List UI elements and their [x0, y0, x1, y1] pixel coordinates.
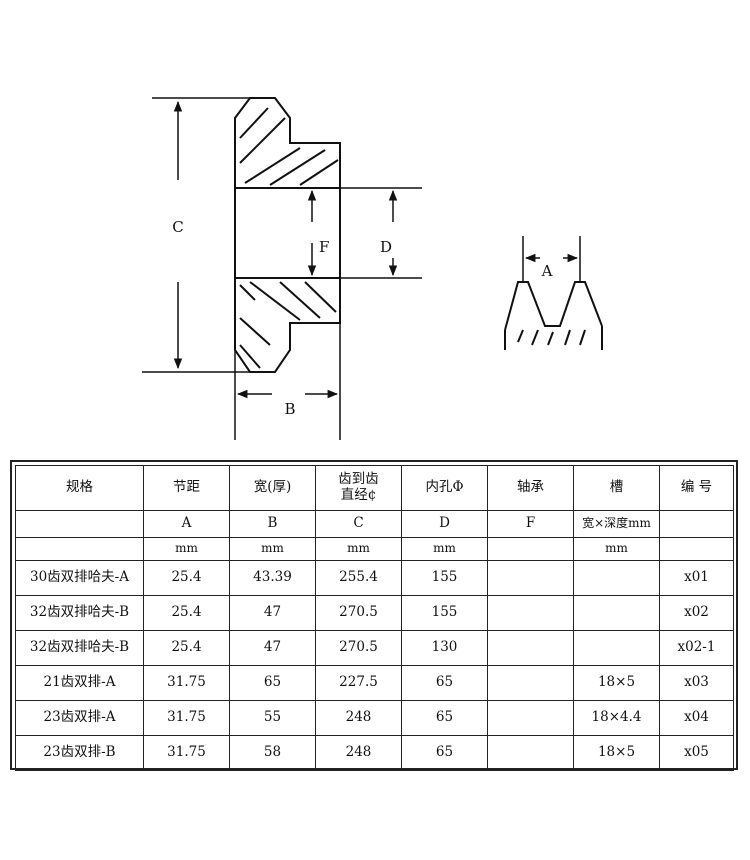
- cell-bearing: [487, 560, 574, 596]
- symbol-cell: C: [315, 510, 402, 538]
- cell-diameter: 248: [315, 735, 402, 771]
- table-row: 23齿双排-B 31.75 58 248 65 18×5 x05: [15, 735, 734, 771]
- unit-cell: [487, 537, 574, 561]
- cell-width: 55: [229, 700, 316, 736]
- unit-cell: mm: [143, 537, 230, 561]
- unit-cell: [15, 537, 144, 561]
- sprocket-cross-section-drawing: C F D B A: [142, 97, 603, 440]
- symbol-row: A B C D F 宽×深度mm: [15, 510, 734, 538]
- cell-code: x02: [659, 595, 734, 631]
- cell-width: 43.39: [229, 560, 316, 596]
- spec-table: 规格 节距 宽(厚) 齿到齿 直经¢ 内孔Φ 轴承 槽 编 号 A B C D …: [10, 460, 738, 771]
- cell-code: x02-1: [659, 630, 734, 666]
- cell-bore: 65: [401, 665, 488, 701]
- label-f: F: [319, 238, 329, 256]
- label-a: A: [541, 262, 553, 280]
- cell-bore: 130: [401, 630, 488, 666]
- cell-bore: 65: [401, 735, 488, 771]
- cell-diameter: 270.5: [315, 630, 402, 666]
- header-bearing: 轴承: [487, 465, 574, 511]
- table-row: 32齿双排哈夫-B 25.4 47 270.5 155 x02: [15, 595, 734, 631]
- label-d: D: [380, 238, 392, 256]
- table-row: 23齿双排-A 31.75 55 248 65 18×4.4 x04: [15, 700, 734, 736]
- tooth-profile-detail: [504, 281, 603, 350]
- upper-section-outline: [234, 97, 341, 189]
- header-code: 编 号: [659, 465, 734, 511]
- section-hatching: [239, 107, 339, 369]
- cell-bearing: [487, 735, 574, 771]
- symbol-cell: D: [401, 510, 488, 538]
- cell-diameter: 227.5: [315, 665, 402, 701]
- lower-section-outline: [234, 277, 341, 373]
- symbol-cell: A: [143, 510, 230, 538]
- unit-cell: mm: [229, 537, 316, 561]
- header-groove: 槽: [573, 465, 660, 511]
- symbol-cell: F: [487, 510, 574, 538]
- cell-code: x03: [659, 665, 734, 701]
- cell-bore: 65: [401, 700, 488, 736]
- cell-diameter: 255.4: [315, 560, 402, 596]
- cell-bearing: [487, 665, 574, 701]
- table-row: 21齿双排-A 31.75 65 227.5 65 18×5 x03: [15, 665, 734, 701]
- unit-cell: mm: [315, 537, 402, 561]
- cell-spec: 23齿双排-B: [15, 735, 144, 771]
- cell-width: 47: [229, 630, 316, 666]
- table-row: 30齿双排哈夫-A 25.4 43.39 255.4 155 x01: [15, 560, 734, 596]
- cell-pitch: 25.4: [143, 560, 230, 596]
- cell-bore: 155: [401, 595, 488, 631]
- header-bore: 内孔Φ: [401, 465, 488, 511]
- symbol-cell: [15, 510, 144, 538]
- cell-bearing: [487, 595, 574, 631]
- header-width: 宽(厚): [229, 465, 316, 511]
- header-spec: 规格: [15, 465, 144, 511]
- table-row: 32齿双排哈夫-B 25.4 47 270.5 130 x02-1: [15, 630, 734, 666]
- label-c: C: [172, 218, 183, 236]
- cell-width: 47: [229, 595, 316, 631]
- cell-groove: [573, 560, 660, 596]
- cell-spec: 32齿双排哈夫-B: [15, 595, 144, 631]
- label-b: B: [284, 400, 295, 418]
- cell-spec: 21齿双排-A: [15, 665, 144, 701]
- cell-code: x01: [659, 560, 734, 596]
- cell-groove: [573, 595, 660, 631]
- symbol-cell: 宽×深度mm: [573, 510, 660, 538]
- cell-pitch: 31.75: [143, 735, 230, 771]
- cell-pitch: 31.75: [143, 665, 230, 701]
- dimension-a: [522, 236, 581, 282]
- cell-spec: 30齿双排哈夫-A: [15, 560, 144, 596]
- cell-bore: 155: [401, 560, 488, 596]
- cell-bearing: [487, 700, 574, 736]
- cell-code: x05: [659, 735, 734, 771]
- header-row: 规格 节距 宽(厚) 齿到齿 直经¢ 内孔Φ 轴承 槽 编 号: [15, 465, 734, 511]
- unit-cell: mm: [573, 537, 660, 561]
- cell-groove: [573, 630, 660, 666]
- cell-width: 65: [229, 665, 316, 701]
- cell-spec: 23齿双排-A: [15, 700, 144, 736]
- cell-pitch: 31.75: [143, 700, 230, 736]
- symbol-cell: B: [229, 510, 316, 538]
- symbol-cell: [659, 510, 734, 538]
- cell-pitch: 25.4: [143, 595, 230, 631]
- cell-diameter: 270.5: [315, 595, 402, 631]
- cell-code: x04: [659, 700, 734, 736]
- cell-groove: 18×5: [573, 735, 660, 771]
- cell-groove: 18×5: [573, 665, 660, 701]
- unit-row: mm mm mm mm mm: [15, 537, 734, 561]
- unit-cell: mm: [401, 537, 488, 561]
- cell-spec: 32齿双排哈夫-B: [15, 630, 144, 666]
- header-pitch: 节距: [143, 465, 230, 511]
- unit-cell: [659, 537, 734, 561]
- cell-groove: 18×4.4: [573, 700, 660, 736]
- header-diameter: 齿到齿 直经¢: [315, 465, 402, 511]
- cell-pitch: 25.4: [143, 630, 230, 666]
- cell-bearing: [487, 630, 574, 666]
- cell-width: 58: [229, 735, 316, 771]
- cell-diameter: 248: [315, 700, 402, 736]
